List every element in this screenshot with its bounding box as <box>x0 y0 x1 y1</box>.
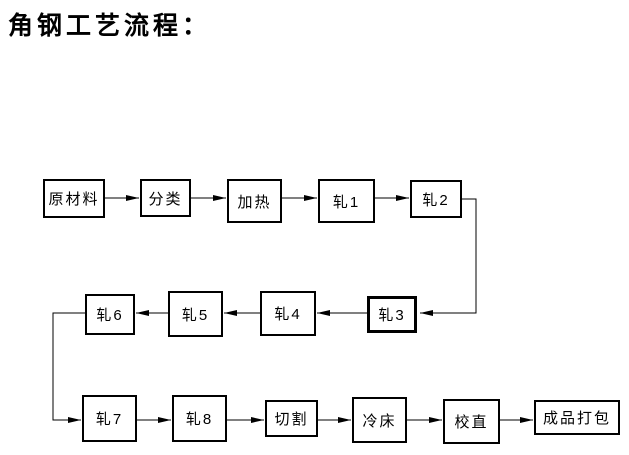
node-roll-2: 轧2 <box>410 180 462 218</box>
node-roll-1-label: 轧1 <box>332 193 361 211</box>
node-roll-7-label: 轧7 <box>95 411 124 428</box>
node-roll-4-label: 轧4 <box>274 306 302 323</box>
node-roll-5: 轧5 <box>168 291 223 337</box>
node-cooling-bed: 冷床 <box>352 397 407 443</box>
node-roll-8: 轧8 <box>172 395 227 442</box>
node-roll-7: 轧7 <box>82 395 137 442</box>
node-cooling-bed-label: 冷床 <box>362 412 397 430</box>
node-cut: 切割 <box>265 400 318 437</box>
node-roll-6: 轧6 <box>85 294 135 335</box>
node-roll-2-label: 轧2 <box>422 191 450 209</box>
node-roll-5-label: 轧5 <box>181 306 210 324</box>
node-roll-8-label: 轧8 <box>185 411 214 428</box>
node-classify-label: 分类 <box>148 190 183 208</box>
node-roll-3-label: 轧3 <box>378 307 406 324</box>
node-classify: 分类 <box>140 179 191 217</box>
node-roll-1: 轧1 <box>318 179 375 223</box>
node-heat: 加热 <box>227 179 282 223</box>
node-raw-material-label: 原材料 <box>48 191 100 208</box>
node-straighten-label: 校直 <box>454 414 489 431</box>
arrow-roll6-to-roll7 <box>52 312 85 423</box>
node-raw-material: 原材料 <box>43 179 105 218</box>
node-pack-label: 成品打包 <box>542 410 611 427</box>
node-roll-6-label: 轧6 <box>96 307 124 324</box>
page-title: 角钢工艺流程： <box>8 12 212 40</box>
node-roll-3: 轧3 <box>367 296 417 333</box>
node-pack: 成品打包 <box>534 400 620 435</box>
node-cut-label: 切割 <box>274 411 309 428</box>
node-heat-label: 加热 <box>237 193 272 211</box>
node-straighten: 校直 <box>443 399 500 444</box>
node-roll-4: 轧4 <box>260 291 316 336</box>
